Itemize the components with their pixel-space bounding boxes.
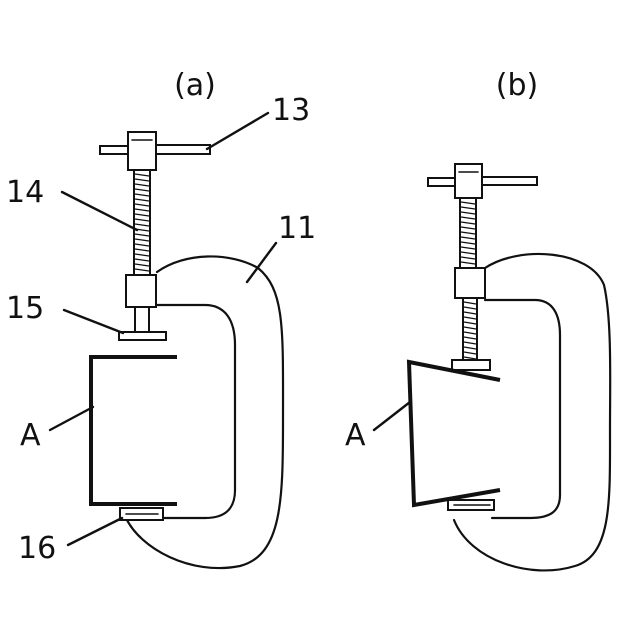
label-16: 16 (18, 531, 56, 566)
label-11: 11 (278, 211, 316, 246)
panel-a-label: (a) (174, 68, 216, 103)
panel-b: (b) A (345, 68, 610, 570)
screw-b (452, 198, 490, 370)
screw-a (119, 170, 166, 340)
label-14: 14 (6, 175, 44, 210)
label-a-right: A (345, 418, 366, 453)
t-handle-b (428, 164, 537, 198)
panel-b-label: (b) (496, 68, 538, 103)
workpiece-a (91, 357, 177, 504)
t-handle-a (100, 132, 210, 170)
workpiece-b (409, 362, 500, 505)
label-13: 13 (272, 93, 310, 128)
c-frame-a-opening (157, 305, 235, 518)
label-15: 15 (6, 291, 44, 326)
panel-a: (a) 13 14 11 15 (6, 68, 316, 568)
c-frame-b-opening (485, 300, 560, 518)
label-a-left: A (20, 418, 41, 453)
